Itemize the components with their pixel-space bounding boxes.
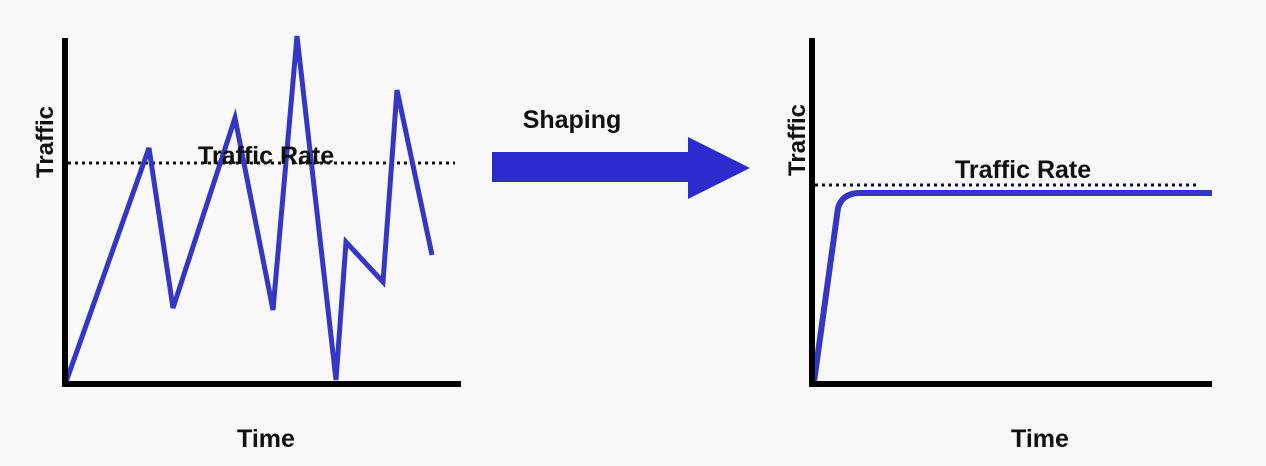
left-threshold-label: Traffic Rate — [198, 142, 334, 170]
right-x-axis-label: Time — [1011, 425, 1069, 453]
left-traffic-line — [63, 35, 435, 383]
right-y-axis-label: Traffic — [784, 104, 811, 176]
right-traffic-line — [811, 190, 1212, 383]
left-graph: Traffic Rate Traffic Time — [32, 35, 461, 453]
arrow-right-icon — [492, 137, 750, 199]
right-graph: Traffic Rate Traffic Time — [784, 38, 1212, 453]
shaping-label: Shaping — [523, 106, 622, 134]
shaping-arrow: Shaping — [492, 106, 750, 199]
left-x-axis-label: Time — [237, 425, 295, 453]
left-y-axis-label: Traffic — [32, 106, 59, 178]
right-threshold-label: Traffic Rate — [955, 156, 1091, 184]
